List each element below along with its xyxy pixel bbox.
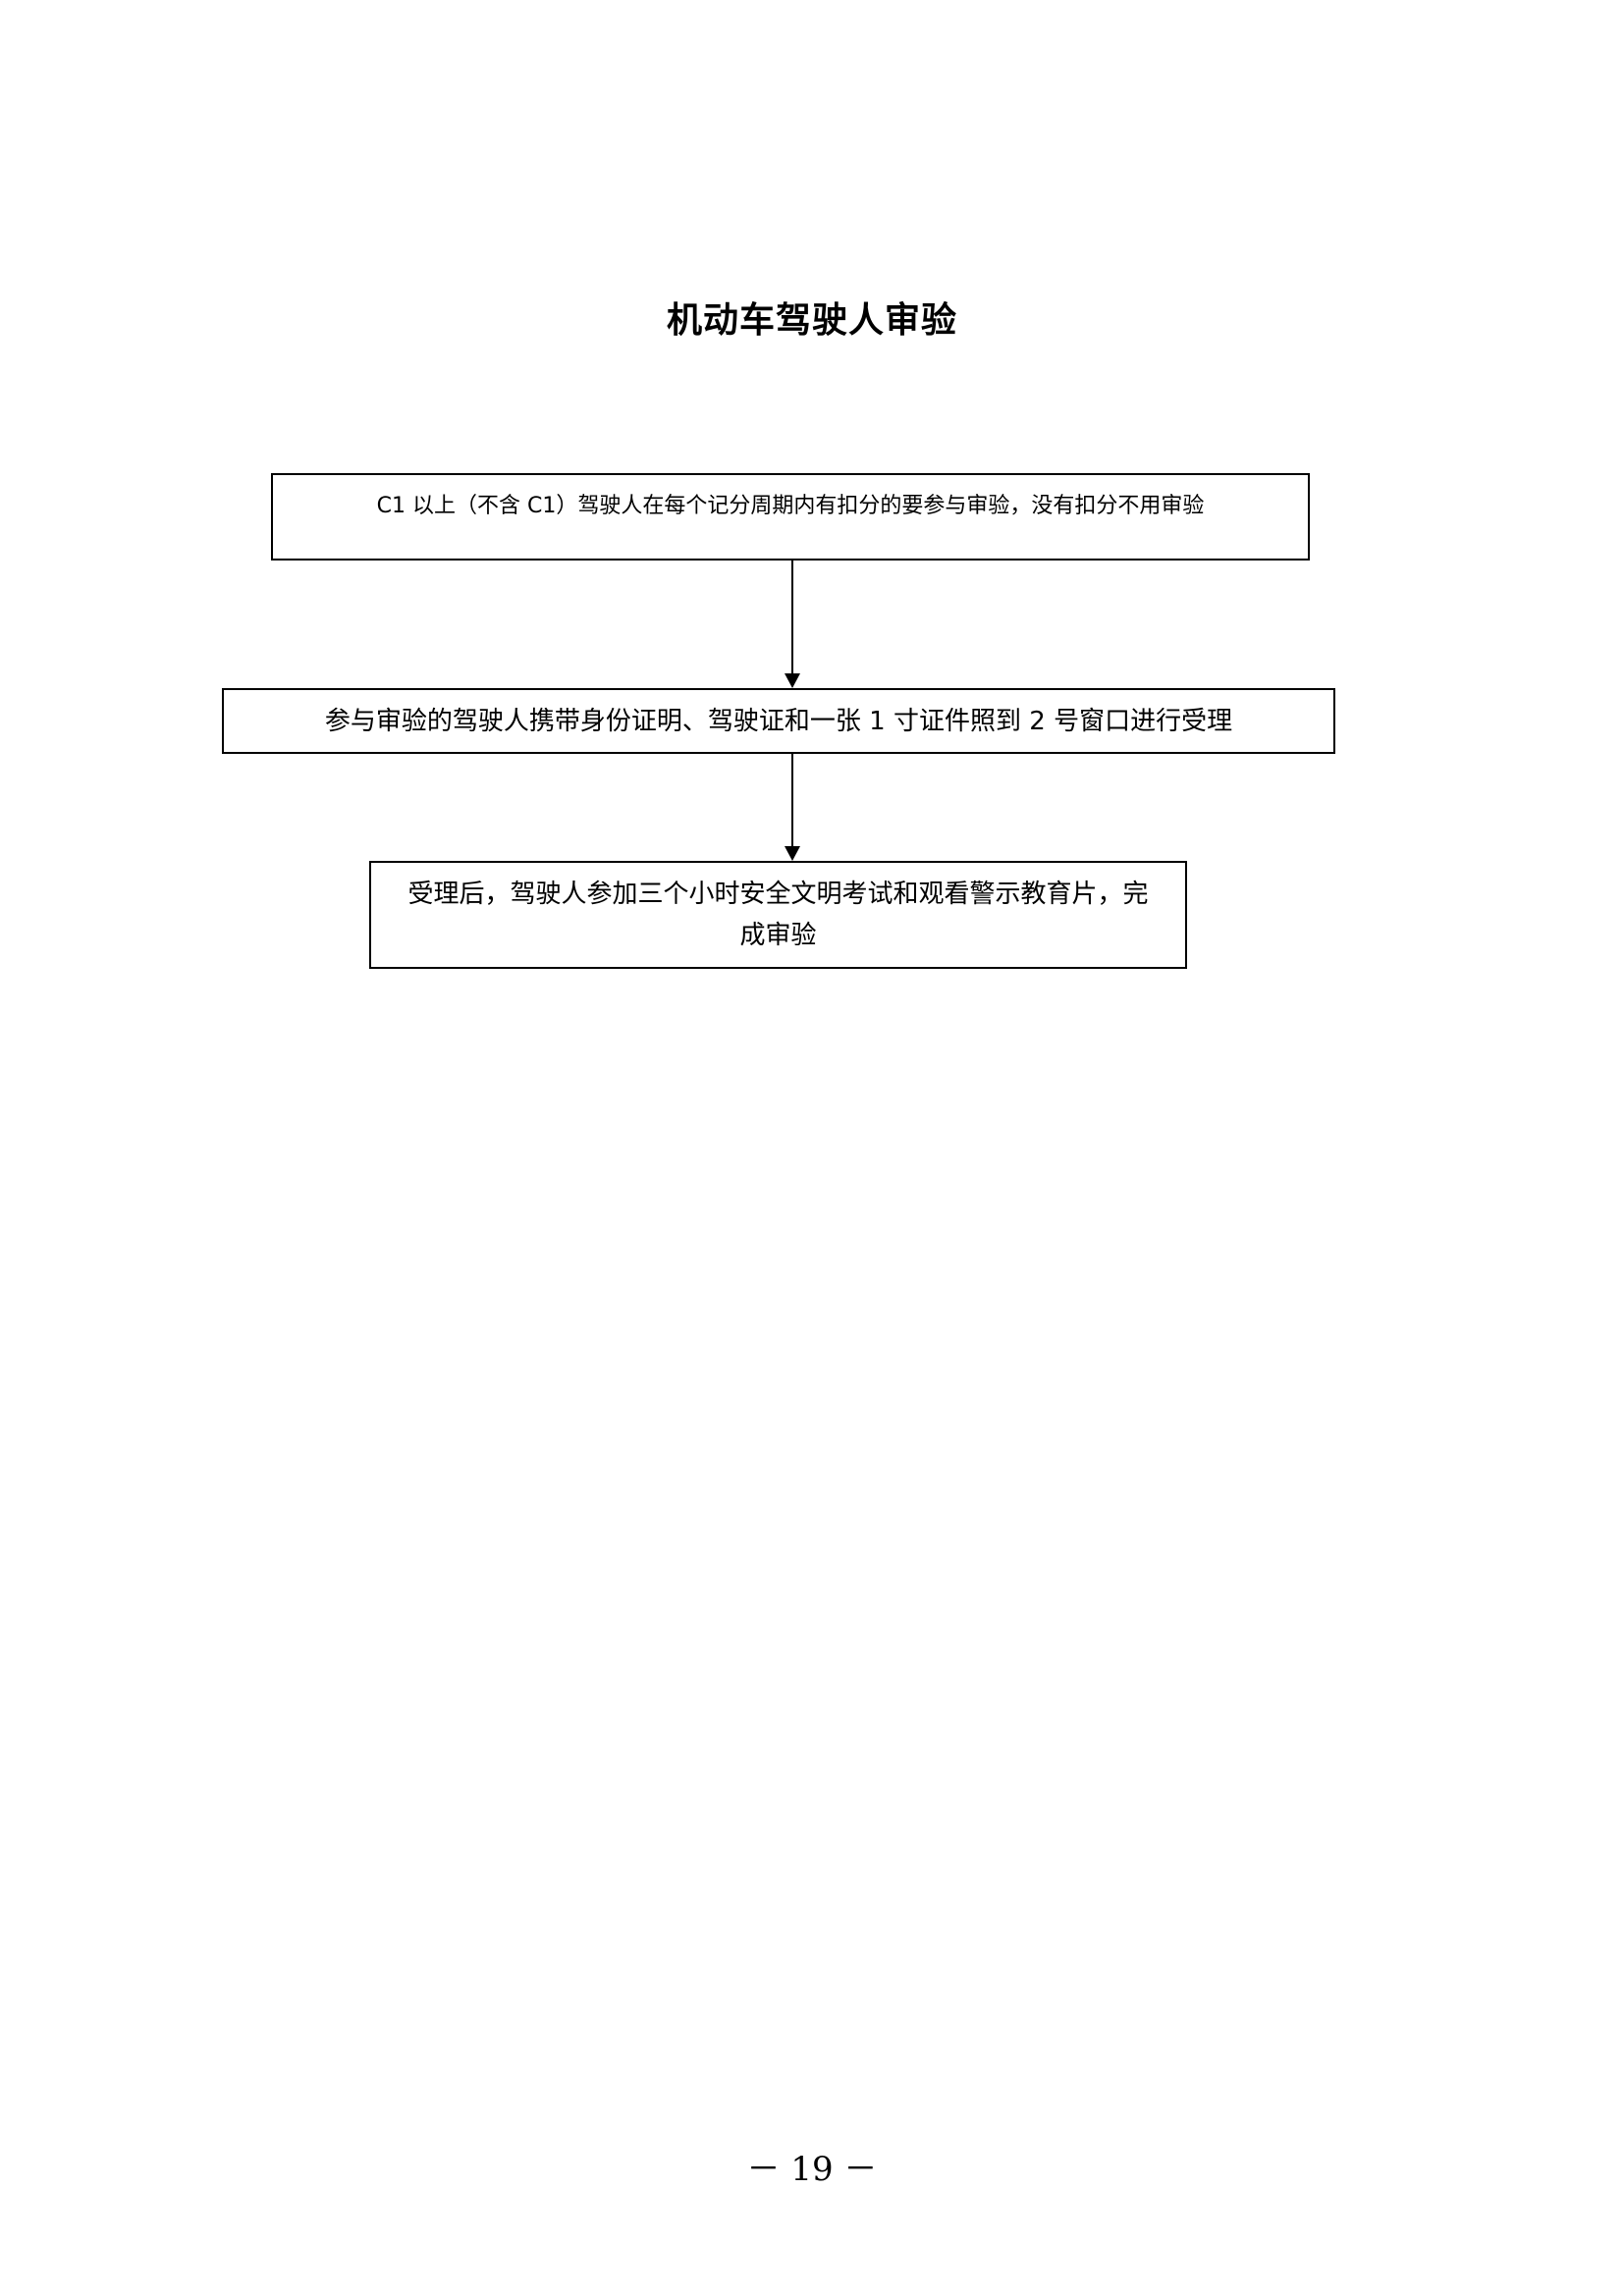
flow-step-2-box: 参与审验的驾驶人携带身份证明、驾驶证和一张 1 寸证件照到 2 号窗口进行受理 <box>222 688 1335 754</box>
flow-step-3-box: 受理后，驾驶人参加三个小时安全文明考试和观看警示教育片，完成审验 <box>369 861 1187 969</box>
flow-step-1-text: C1 以上（不含 C1）驾驶人在每个记分周期内有扣分的要参与审验，没有扣分不用审… <box>376 493 1205 518</box>
page-title: 机动车驾驶人审验 <box>666 300 957 341</box>
flow-step-1-box: C1 以上（不含 C1）驾驶人在每个记分周期内有扣分的要参与审验，没有扣分不用审… <box>271 473 1310 561</box>
arrow-1-head <box>785 673 800 688</box>
arrow-step-1-to-2 <box>785 561 800 688</box>
flow-step-3-text: 受理后，驾驶人参加三个小时安全文明考试和观看警示教育片，完成审验 <box>407 880 1149 950</box>
page-number: － 19 － <box>746 2150 878 2189</box>
arrow-step-2-to-3 <box>785 754 800 861</box>
arrow-2-head <box>785 846 800 861</box>
flow-step-2-text: 参与审验的驾驶人携带身份证明、驾驶证和一张 1 寸证件照到 2 号窗口进行受理 <box>324 706 1233 736</box>
